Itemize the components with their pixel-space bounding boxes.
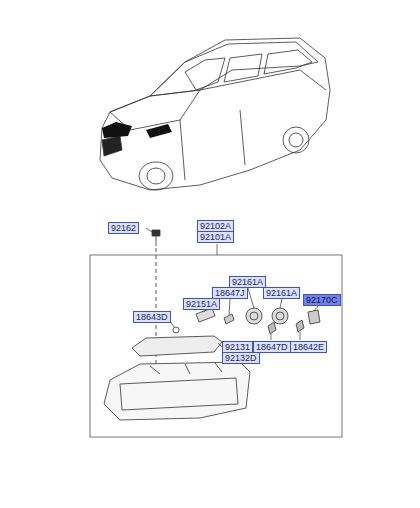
headlamp-housing <box>104 362 250 420</box>
car-wheel <box>139 162 173 190</box>
car-roof <box>150 42 318 96</box>
socket <box>308 310 320 324</box>
car-window <box>185 58 225 90</box>
bulb <box>268 322 276 334</box>
car-window <box>264 50 312 74</box>
bulb <box>224 314 234 324</box>
highlighted-headlamp <box>102 122 132 138</box>
car-window <box>224 54 262 82</box>
car-beltline <box>200 70 326 90</box>
car-door-line <box>180 110 245 180</box>
callout-number: 92101A <box>197 231 234 243</box>
callout-number: 92162 <box>108 222 139 234</box>
car-body <box>100 38 330 190</box>
highlighted-headlamp <box>146 124 172 138</box>
housing-detail <box>150 363 222 374</box>
callout-number: 18643D <box>133 311 171 323</box>
callout-number: 18642E <box>290 341 327 353</box>
car-wheel <box>283 127 309 153</box>
gasket <box>132 336 222 356</box>
car-wheel-hub <box>289 133 303 147</box>
car-wheel-hub <box>147 168 165 184</box>
assembly-frame <box>90 255 342 437</box>
screw-shank <box>156 236 157 246</box>
screw <box>152 230 160 236</box>
bulb <box>196 308 215 322</box>
bulb <box>296 320 304 332</box>
callout-number: 92151A <box>183 298 220 310</box>
dust-cap-rim <box>250 312 258 320</box>
car-grille <box>102 136 122 156</box>
dust-cap-rim <box>276 312 284 320</box>
callout-number: 92132D <box>222 352 260 364</box>
callout-number: 92161A <box>263 287 300 299</box>
callout-number: 92170C <box>303 294 341 306</box>
headlamp-lens <box>120 378 238 410</box>
leader-lines <box>146 228 318 347</box>
dust-cap <box>272 308 288 324</box>
callout-number: 18647D <box>253 341 291 353</box>
dust-cap <box>246 308 262 324</box>
grommet <box>173 327 179 333</box>
